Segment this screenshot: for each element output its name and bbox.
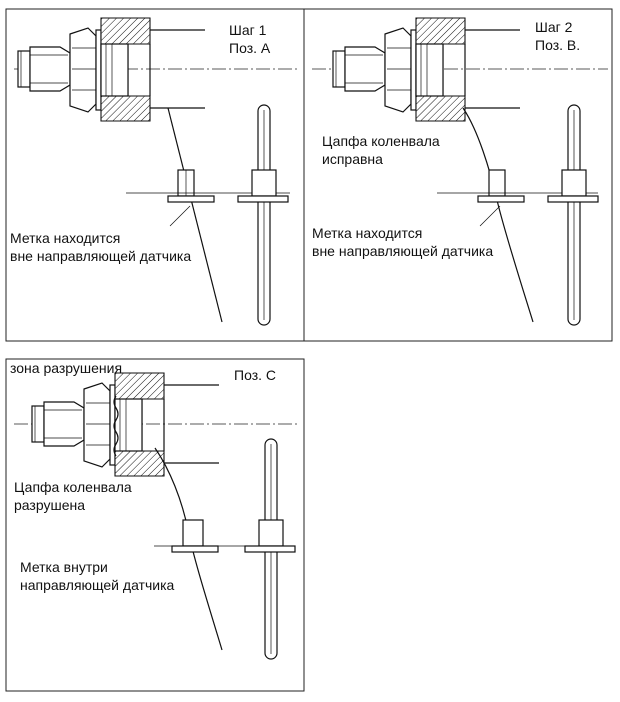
- panel-step-1: Шаг 1 Поз. А Метка находится вне направл…: [5, 8, 305, 342]
- damage-zone-label: зона разрушения: [10, 360, 122, 376]
- panel-step-3: зона разрушения Поз. С Цапфа коленвала р…: [5, 358, 305, 692]
- journal-caption-line2: разрушена: [14, 497, 85, 513]
- mark-caption-line1: Метка находится: [10, 230, 120, 246]
- journal-caption-line2: исправна: [322, 151, 383, 167]
- panel-border: [303, 8, 613, 342]
- mark-caption-line1: Метка внутри: [20, 559, 108, 575]
- position-label: Поз. В.: [535, 37, 580, 53]
- panel-step-2: Шаг 2 Поз. В. Цапфа коленвала исправна М…: [303, 8, 613, 342]
- position-label: Поз. А: [229, 40, 271, 56]
- step-label: Шаг 1: [229, 22, 267, 38]
- mark-caption-line2: вне направляющей датчика: [10, 248, 191, 264]
- mark-caption-line2: вне направляющей датчика: [312, 243, 493, 259]
- journal-caption-line1: Цапфа коленвала: [14, 479, 132, 495]
- journal-caption-line1: Цапфа коленвала: [322, 133, 440, 149]
- position-label: Поз. С: [234, 367, 276, 383]
- panel-border: [5, 358, 305, 692]
- mark-caption-line2: направляющей датчика: [20, 577, 175, 593]
- mark-caption-line1: Метка находится: [312, 225, 422, 241]
- step-label: Шаг 2: [535, 19, 573, 35]
